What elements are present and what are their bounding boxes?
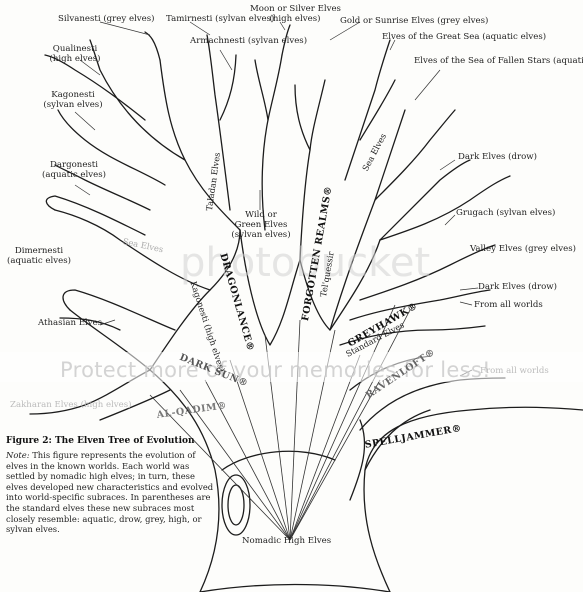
label-dargonesti-line2: (aquatic elves) <box>42 170 106 180</box>
label-kagonesti-line2: (sylvan elves) <box>43 100 103 110</box>
figure-note-lead: Note: <box>6 450 30 460</box>
label-dimernesti-line2: (aquatic elves) <box>7 256 71 266</box>
label-tamirnesti: Tamirnesti (sylvan elves) <box>166 14 275 24</box>
figure-note: Note: This figure represents the evoluti… <box>6 450 218 535</box>
label-silvanesti: Silvanesti (grey elves) <box>58 14 155 24</box>
label-kagonesti: Kagonesti (sylvan elves) <box>38 90 108 110</box>
label-fallen-stars: Elves of the Sea of Fallen Stars (aquati… <box>414 56 583 66</box>
trunk-left-edge <box>69 309 220 592</box>
label-moon-silver: Moon or Silver Elves (high elves) <box>250 4 341 24</box>
label-wild-green-line2: Green Elves <box>234 220 288 230</box>
label-wild-green-line3: (sylvan elves) <box>231 230 291 240</box>
label-nomadic-high-elves: Nomadic High Elves <box>242 536 332 546</box>
label-dimernesti: Dimernesti (aquatic elves) <box>2 246 76 266</box>
label-dark-elves-2: Dark Elves (drow) <box>478 282 558 292</box>
label-dargonesti: Dargonesti (aquatic elves) <box>36 160 112 180</box>
trunk-knot <box>221 474 251 536</box>
label-qualinesti-line1: Qualinesti <box>52 44 98 54</box>
trunk-base <box>199 583 391 592</box>
label-wild-green-line1: Wild or <box>245 210 277 220</box>
label-gold-sunrise: Gold or Sunrise Elves (grey elves) <box>340 16 489 26</box>
label-kagonesti-line1: Kagonesti <box>51 90 95 100</box>
watermark-text: Protect more of your memories for less! <box>60 358 491 382</box>
figure-note-body: This figure represents the evolution of … <box>6 450 214 535</box>
label-athasian: Athasian Elves <box>38 318 103 328</box>
label-qualinesti-line2: (high elves) <box>49 54 101 64</box>
label-wild-green: Wild or Green Elves (sylvan elves) <box>228 210 294 240</box>
label-great-sea: Elves of the Great Sea (aquatic elves) <box>382 32 547 42</box>
label-moon-silver-line1: Moon or Silver Elves <box>250 4 341 14</box>
label-dark-elves-1: Dark Elves (drow) <box>458 152 538 162</box>
label-dargonesti-line1: Dargonesti <box>49 160 99 170</box>
watermark-logo: photobucket <box>180 240 431 286</box>
watermark-band <box>0 352 583 382</box>
label-dimernesti-line1: Dimernesti <box>14 246 64 256</box>
figure-title: Figure 2: The Elven Tree of Evolution <box>6 436 195 446</box>
label-armachnesti: Armachnesti (sylvan elves) <box>190 36 308 46</box>
label-from-all-worlds-1: From all worlds <box>474 300 543 310</box>
label-zakharan: Zakharan Elves (high elves) <box>10 400 132 410</box>
label-moon-silver-line2: (high elves) <box>269 14 321 24</box>
trunk-right-edge <box>363 406 583 592</box>
label-from-all-worlds-2: From all worlds <box>480 366 549 376</box>
label-grugach: Grugach (sylvan elves) <box>456 208 556 218</box>
label-valley-elves: Valley Elves (grey elves) <box>470 244 576 254</box>
label-qualinesti: Qualinesti (high elves) <box>40 44 110 64</box>
